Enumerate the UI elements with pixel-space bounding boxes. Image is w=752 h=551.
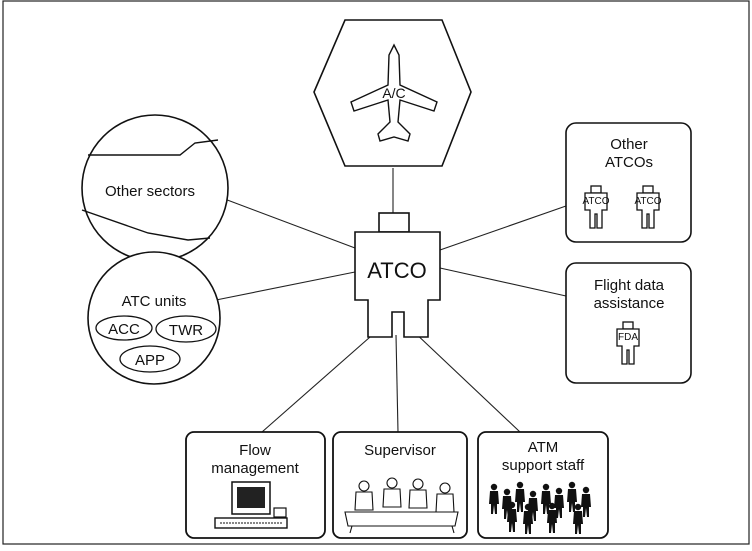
- acc-unit-label: ACC: [108, 321, 140, 338]
- connector-flight-data: [439, 267, 567, 297]
- flow-management-title-1: Flow: [239, 442, 271, 459]
- connector-atm-support: [411, 329, 521, 433]
- twr-unit: [155, 315, 217, 343]
- twr-unit-label: TWR: [169, 322, 203, 339]
- atco-hub-label: ATCO: [367, 258, 426, 283]
- flow-management-node: Flow management: [185, 431, 326, 539]
- aircraft-node: A/C: [313, 19, 472, 167]
- other-atcos-title-1: Other: [610, 136, 648, 153]
- app-unit-label: APP: [135, 352, 165, 369]
- atm-support-title-1: ATM: [528, 439, 559, 456]
- flight-data-node: Flight data assistance FDA: [565, 262, 692, 384]
- other-sectors-label: Other sectors: [105, 183, 195, 200]
- atm-support-title-2: support staff: [502, 457, 585, 474]
- atc-units-title: ATC units: [122, 293, 187, 310]
- connector-flow-management: [261, 329, 379, 433]
- flight-data-title-1: Flight data: [594, 277, 665, 294]
- other-sectors-node: Other sectors: [81, 114, 229, 262]
- aircraft-label: A/C: [382, 85, 405, 101]
- acc-unit: [95, 315, 153, 341]
- other-atcos-node: Other ATCOs ATCO ATCO: [565, 122, 692, 243]
- connector-atc-units: [215, 271, 356, 301]
- connector-other-sectors: [221, 197, 356, 249]
- other-atcos-title-2: ATCOs: [605, 154, 653, 171]
- supervisor-title: Supervisor: [364, 442, 436, 459]
- atco-figure-2-label: ATCO: [634, 196, 661, 207]
- flight-data-title-2: assistance: [594, 295, 665, 312]
- connector-supervisor: [395, 334, 399, 433]
- flow-management-title-2: management: [211, 460, 299, 477]
- computer-icon: [214, 481, 288, 529]
- app-unit: [119, 345, 181, 373]
- atm-support-node: ATM support staff: [477, 431, 609, 539]
- supervisor-meeting-icon: [344, 477, 459, 534]
- airplane-icon: [350, 43, 438, 142]
- fda-figure-label: FDA: [618, 332, 638, 343]
- supervisor-node: Supervisor: [332, 431, 468, 539]
- atc-units-node: ATC units ACC TWR APP: [87, 251, 221, 385]
- atco-hub: ATCO: [354, 212, 441, 338]
- atco-figure-1-label: ATCO: [582, 196, 609, 207]
- connector-other-atcos: [439, 205, 567, 251]
